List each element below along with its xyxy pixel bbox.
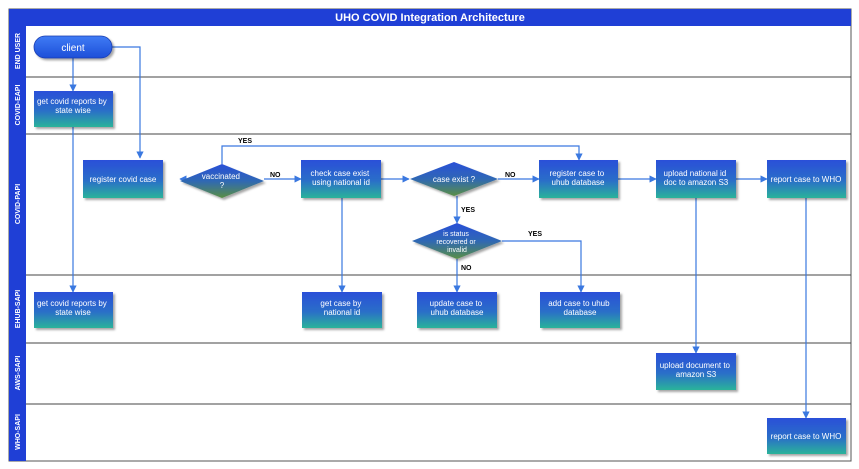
node-get-reports-ehub[interactable]: get covid reports by state wise [34,292,113,328]
edge-status-yes [502,240,585,293]
node-report-who-sapi-text: report case to WHO [771,432,842,441]
node-update-case[interactable]: update case to uhub database [417,292,497,328]
node-upload-document-aws-text: upload document to amazon S3 [660,361,733,379]
node-check-case-exist[interactable]: check case exist using national id [301,160,381,198]
decision-status[interactable]: is status recovered or invalid [412,223,502,259]
decision-case-exist-text: case exist ? [433,175,476,184]
label-status-yes: YES [528,231,542,238]
node-update-case-text: update case to uhub database [430,299,485,317]
lane-covid-papi: COVID-PAPI [9,134,26,275]
lane-label-covid-papi: COVID-PAPI [15,184,22,224]
decision-vaccinated-text: vaccinated ? [202,172,242,190]
lane-end-user: END USER [9,26,26,77]
lane-covid-eapi: COVID-EAPI [9,77,26,134]
decision-case-exist[interactable]: case exist ? [410,162,498,196]
decision-status-text: is status recovered or invalid [436,231,477,254]
lane-ehub-sapi: EHUB-SAPI [9,275,26,343]
node-register-uhub-text: register case to uhub database [550,169,607,187]
title-bar [9,9,851,26]
edge-vaccinated-yes [221,145,583,164]
label-exist-no: NO [505,172,516,179]
node-upload-national-id[interactable]: upload national id doc to amazon S3 [656,160,736,198]
node-register-uhub[interactable]: register case to uhub database [539,160,618,198]
client-node[interactable]: client [33,35,113,59]
node-upload-document-aws[interactable]: upload document to amazon S3 [656,353,736,390]
decision-vaccinated[interactable]: vaccinated ? [180,164,264,198]
node-report-who-sapi[interactable]: report case to WHO [767,418,846,454]
node-report-who-papi[interactable]: report case to WHO [767,160,846,198]
edge-client-to-register [112,46,144,159]
label-status-no: NO [461,265,472,272]
node-add-case[interactable]: add case to uhub database [540,292,620,328]
lane-aws-sapi: AWS-SAPI [9,343,26,404]
lane-label-aws-sapi: AWS-SAPI [15,356,22,391]
node-get-reports-eapi[interactable]: get covid reports by state wise [34,91,113,127]
client-label: client [61,43,85,54]
diagram-title: UHO COVID Integration Architecture [335,12,525,24]
node-check-case-exist-text: check case exist using national id [311,169,372,187]
node-get-reports-eapi-text: get covid reports by state wise [37,97,109,115]
label-vaccinated-yes: YES [238,138,252,145]
node-add-case-text: add case to uhub database [548,299,612,317]
lane-label-ehub-sapi: EHUB-SAPI [15,290,22,329]
label-exist-yes: YES [461,207,475,214]
lane-label-who-sapi: WHO-SAPI [15,414,22,450]
label-vaccinated-no: NO [270,172,281,179]
lane-who-sapi: WHO-SAPI [9,404,26,461]
node-register-covid-case[interactable]: register covid case [83,160,163,198]
node-get-case-by-id[interactable]: get case by national id [302,292,382,328]
node-report-who-papi-text: report case to WHO [771,175,842,184]
lane-label-covid-eapi: COVID-EAPI [15,85,22,126]
node-get-reports-ehub-text: get covid reports by state wise [37,299,109,317]
lane-label-end-user: END USER [15,33,22,69]
node-upload-national-id-text: upload national id doc to amazon S3 [664,169,729,187]
node-get-case-by-id-text: get case by national id [320,299,363,317]
node-register-covid-case-text: register covid case [90,175,157,184]
